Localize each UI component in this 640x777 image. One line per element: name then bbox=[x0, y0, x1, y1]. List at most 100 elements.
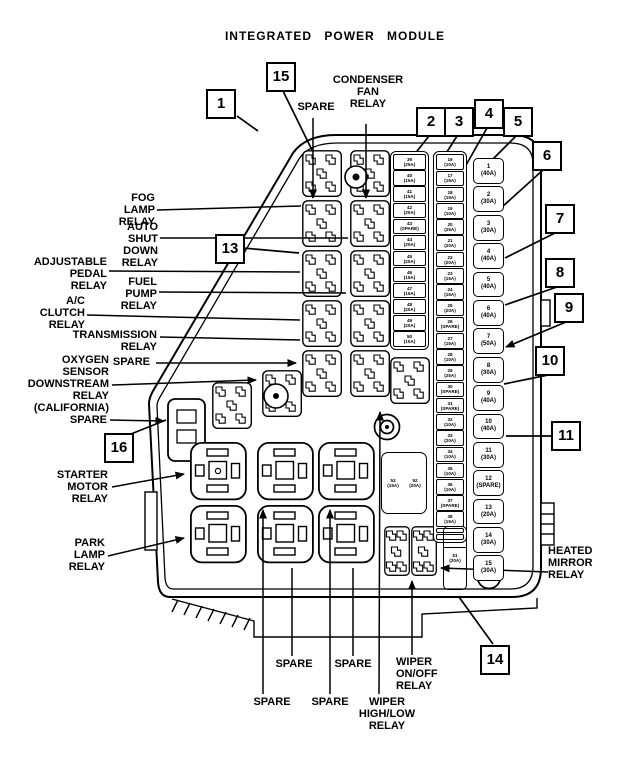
fuse-51-block: 51 (20A) bbox=[443, 526, 467, 590]
fuse-number: 1 bbox=[486, 163, 491, 170]
fuse-number: 40 bbox=[406, 173, 413, 179]
fuse-number: 8 bbox=[486, 362, 491, 369]
fuse-cell: 6 (40A) bbox=[473, 299, 504, 326]
label-fuel-pump-relay: FUEL PUMP RELAY bbox=[120, 276, 157, 312]
fuse-rating: (15A) bbox=[403, 274, 416, 280]
label-adjustable-pedal-relay: ADJUSTABLE PEDAL RELAY bbox=[33, 256, 107, 292]
fuse-rating: (15A) bbox=[444, 291, 456, 297]
fuse-rating: (15A) bbox=[403, 194, 416, 200]
fuse-number: 23 bbox=[447, 270, 453, 276]
wiper-onoff-relay-socket bbox=[385, 527, 410, 576]
label-spare-bottom: SPARE bbox=[311, 696, 349, 708]
fuse-number: 14 bbox=[485, 532, 492, 539]
fuse-rating: (30A) bbox=[480, 568, 496, 575]
adjustable-pedal-relay-socket bbox=[303, 251, 342, 296]
callout-leader-lines bbox=[130, 90, 567, 645]
label-spare-bottom: SPARE bbox=[275, 658, 313, 670]
fuse-cell: 20 (25A) bbox=[436, 219, 464, 235]
big-relay bbox=[317, 504, 375, 564]
fuse-number: 9 bbox=[486, 391, 491, 398]
fuse-rating: (25A) bbox=[444, 227, 456, 233]
fuse-cell: 42 (20A) bbox=[393, 202, 426, 219]
fuse-rating: (30A) bbox=[480, 454, 496, 461]
fuse-cell: 12 (SPARE) bbox=[473, 470, 504, 497]
fuse-cell: 35 (10A) bbox=[436, 462, 464, 479]
fuse-rating: (20A) bbox=[403, 306, 416, 312]
fuse-number: 16 bbox=[447, 157, 453, 163]
fuse-cell: 27 (15A) bbox=[436, 332, 464, 349]
fuse-number: 13 bbox=[485, 504, 492, 511]
spare-relay-socket bbox=[303, 151, 342, 197]
fuse-number: 20 bbox=[447, 222, 453, 228]
callout-3: 3 bbox=[444, 107, 474, 137]
fuse-cell: 9 (40A) bbox=[473, 385, 504, 411]
fuse-number: 33 bbox=[447, 433, 453, 439]
label-wiper-highlow-relay: WIPER HIGH/LOW RELAY bbox=[358, 696, 416, 732]
fuse-cell: 43 (SPARE) bbox=[393, 218, 426, 235]
fuse-cell: 25 (20A) bbox=[436, 300, 464, 317]
fuse-rating: (15A) bbox=[403, 290, 416, 296]
fuse-cell: 13 (20A) bbox=[473, 498, 504, 525]
fuse-number: 31 bbox=[447, 400, 453, 406]
fuse-cell: 30 (SPARE) bbox=[436, 381, 464, 398]
fuse-number: 48 bbox=[406, 301, 413, 307]
callout-13: 13 bbox=[215, 234, 245, 264]
fuse-number: 52 bbox=[412, 478, 418, 483]
fuse-cell: 29 (25A) bbox=[436, 365, 464, 381]
fuse-rating: (SPARE) bbox=[440, 405, 460, 411]
fuse-53: 53 (15A) bbox=[384, 478, 403, 488]
big-relay bbox=[256, 441, 314, 501]
fuse-number: 53 bbox=[390, 478, 396, 483]
fuse-rating: (20A) bbox=[444, 438, 456, 444]
fuse-rating: (20A) bbox=[403, 242, 416, 248]
fuse-cell: 37 (SPARE) bbox=[436, 495, 464, 511]
fuse-cell: 5 (40A) bbox=[473, 271, 504, 298]
fuse-number: 45 bbox=[406, 253, 413, 259]
fuse-cell: 33 (20A) bbox=[436, 430, 464, 446]
fuse-number: 17 bbox=[447, 173, 453, 179]
fog-lamp-relay-socket bbox=[303, 201, 342, 247]
fuse-rating: (10A) bbox=[444, 356, 456, 362]
fuse-rating: (20A) bbox=[444, 259, 456, 265]
auto-shutdown-relay-socket bbox=[351, 201, 390, 247]
fuse-cell: 24 (15A) bbox=[436, 284, 464, 300]
fuse-number: 10 bbox=[485, 419, 492, 426]
fuse-number: 41 bbox=[406, 189, 413, 195]
fuse-rating: (30A) bbox=[480, 539, 496, 546]
fuse-52: 52 (20A) bbox=[406, 478, 425, 488]
fuse-number: 7 bbox=[486, 334, 491, 341]
fuse-number: 18 bbox=[447, 189, 453, 195]
fuse-number: 2 bbox=[486, 192, 491, 199]
callout-8: 8 bbox=[545, 258, 575, 288]
label-auto-shutdown-relay: AUTO SHUT DOWN RELAY bbox=[121, 221, 158, 269]
page-title: INTEGRATED POWER MODULE bbox=[224, 29, 446, 43]
fuse-51: 51 (20A) bbox=[444, 548, 466, 569]
fuse-rating: (20A) bbox=[444, 243, 456, 249]
fuse-column-39-50: 39 (25A) 40 (15A) 41 (15A) 42 (20A) 43 (… bbox=[390, 151, 429, 350]
fuse-rating: (15A) bbox=[444, 194, 456, 200]
fuse-rating: (20A) bbox=[403, 210, 416, 216]
fuse-number: 51 bbox=[452, 553, 458, 558]
fuse-cell: 26 (SPARE) bbox=[436, 316, 464, 333]
label-ac-clutch-relay: A/C CLUTCH RELAY bbox=[39, 295, 85, 331]
fuse-rating: (20A) bbox=[449, 558, 461, 563]
fuel-pump-relay-socket bbox=[351, 251, 390, 296]
fuse-rating: (50A) bbox=[480, 341, 496, 348]
fuse-rating: (10A) bbox=[444, 454, 456, 460]
fuse-rating: (SPARE) bbox=[440, 389, 460, 395]
fuse-number: 28 bbox=[447, 351, 453, 357]
label-starter-motor-relay: STARTER MOTOR RELAY bbox=[56, 469, 108, 505]
fuse-cell: 45 (20A) bbox=[393, 250, 426, 267]
fuse-number: 37 bbox=[447, 498, 453, 504]
fuse-cell: 14 (30A) bbox=[473, 527, 504, 553]
callout-15: 15 bbox=[266, 62, 296, 92]
leader-lines bbox=[86, 118, 549, 695]
fuse-cell: 18 (15A) bbox=[436, 186, 464, 203]
fuse-cell: 32 (10A) bbox=[436, 414, 464, 430]
callout-2: 2 bbox=[416, 107, 446, 137]
big-relay-grid bbox=[189, 441, 375, 564]
fuse-cell: 7 (50A) bbox=[473, 328, 504, 355]
fuse-cell: 17 (15A) bbox=[436, 170, 464, 187]
fuse-number: 21 bbox=[447, 238, 453, 244]
